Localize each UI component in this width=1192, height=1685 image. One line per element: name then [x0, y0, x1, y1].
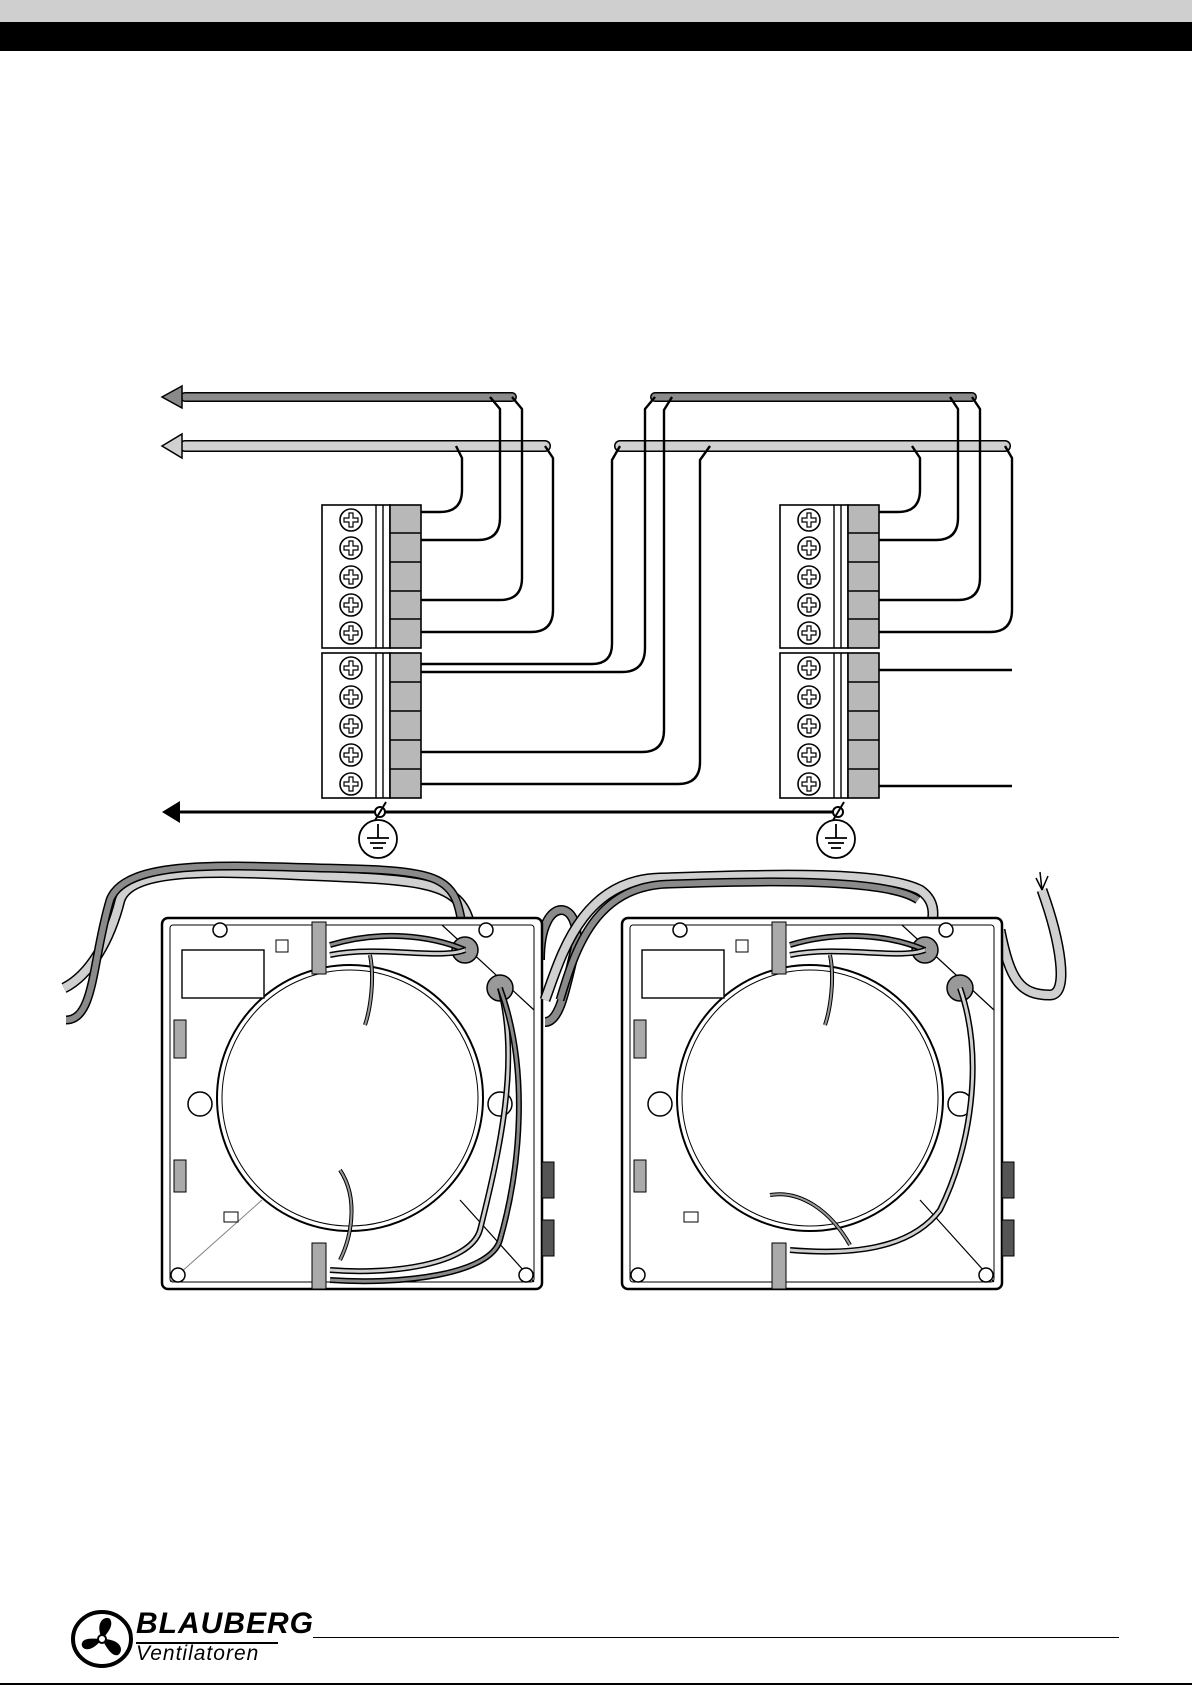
arrow-dark-cable — [162, 386, 182, 408]
wiring-diagram — [0, 0, 1192, 1600]
brand-subtitle: Ventilatoren — [136, 1642, 259, 1666]
fan-unit-left — [64, 866, 576, 1289]
fan-unit-right — [545, 872, 1061, 1289]
terminal-block-right-bottom — [780, 653, 879, 798]
fan-logo-icon — [70, 1607, 134, 1671]
ground-icon — [359, 820, 397, 858]
conductors-left — [390, 397, 710, 784]
ground-icon — [817, 820, 855, 858]
terminal-block-left-top — [322, 505, 421, 648]
brand-name: BLAUBERG — [136, 1607, 314, 1641]
terminal-block-right-top — [780, 505, 879, 648]
brand-logo: BLAUBERG Ventilatoren — [70, 1605, 290, 1673]
ground-line — [162, 801, 844, 823]
footer-rule — [313, 1637, 1119, 1638]
arrow-light-cable — [162, 434, 182, 458]
wire-harness — [185, 397, 1005, 446]
terminal-block-left-bottom — [322, 653, 421, 798]
